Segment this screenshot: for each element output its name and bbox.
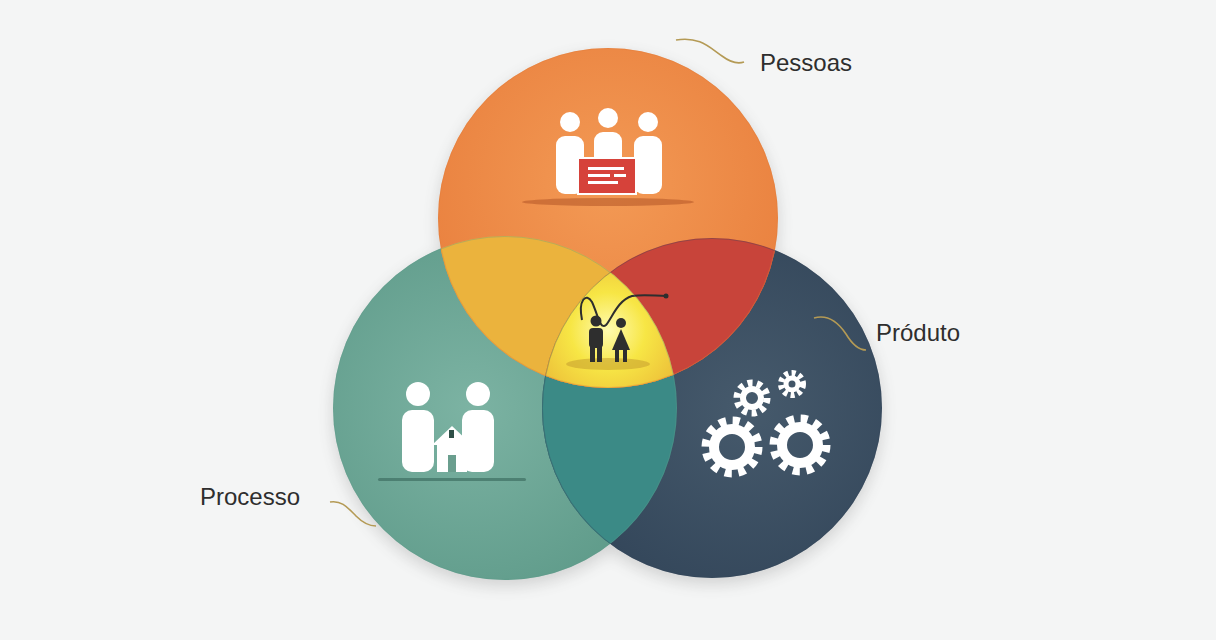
process-circle: Processo: [333, 236, 677, 580]
team-icon: [522, 108, 694, 206]
circle-label: Próduto: [876, 321, 960, 345]
gears-icon: [706, 373, 826, 473]
circle-label: Processo: [200, 485, 300, 509]
overlap-people-product: [438, 48, 778, 388]
process-icon: [378, 382, 526, 481]
product-circle: Próduto: [542, 238, 882, 578]
circle-outline: [542, 238, 882, 578]
circle-outline: [333, 236, 677, 580]
people-circle-fill: [438, 48, 778, 388]
center-figures: [566, 294, 669, 371]
center-overlap: [438, 48, 778, 388]
people-circle: Pessoas: [438, 48, 778, 388]
overlap-people-process: [438, 48, 778, 388]
circle-label: Pessoas: [760, 51, 852, 75]
circle-outline: [438, 48, 778, 388]
